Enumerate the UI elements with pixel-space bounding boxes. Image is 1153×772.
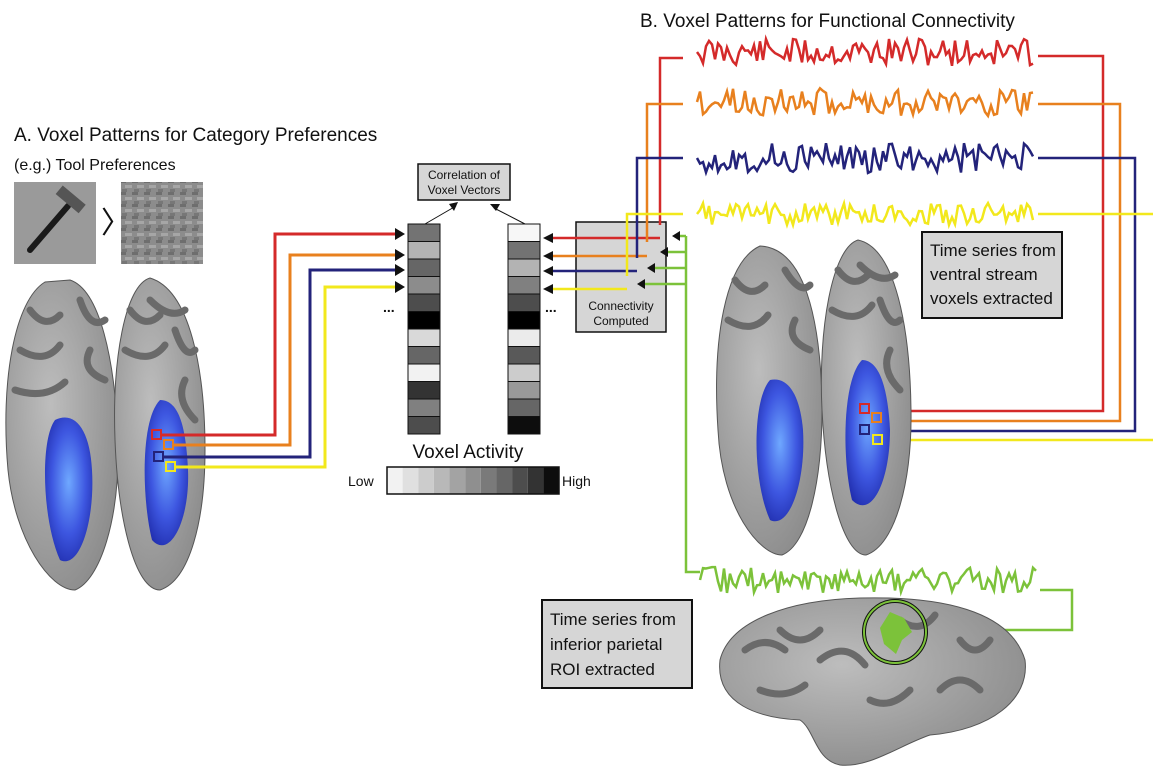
voxel-marker-red-b (859, 403, 870, 414)
panel-a-left-hemisphere (5, 279, 119, 591)
panel-a-subtitle: (e.g.) Tool Preferences (14, 157, 176, 174)
time-series-yellow (696, 198, 1035, 230)
time-series-red (695, 34, 1034, 69)
scale-cell (465, 467, 481, 494)
parietal-line3: ROI extracted (550, 660, 655, 679)
scale-cell (543, 467, 559, 494)
ventral-line2: ventral stream (930, 265, 1038, 284)
voxel-vector-left-cell (407, 223, 441, 242)
voxel-marker-orange-b (871, 412, 882, 423)
scale-cell (387, 467, 403, 494)
correlation-line2: Voxel Vectors (428, 183, 501, 197)
voxel-vector-right-cell (507, 241, 541, 260)
panel-a-arrowheads (395, 228, 405, 293)
voxel-vector-right-cell (507, 346, 541, 365)
correlation-box: Correlation of Voxel Vectors (417, 163, 511, 201)
ventral-line3: voxels extracted (930, 289, 1053, 308)
voxel-vector-left-cell (407, 258, 441, 277)
lateral-brain (719, 597, 1026, 766)
vector-right-ellipsis: ... (545, 299, 557, 315)
connectivity-arrowheads (637, 231, 680, 289)
parietal-box: Time series from inferior parietal ROI e… (541, 599, 693, 689)
voxel-marker-yellow-b (872, 434, 883, 445)
scale-border (386, 466, 560, 495)
voxel-vector-right-cell (507, 293, 541, 312)
voxel-marker-navy-b (859, 424, 870, 435)
scale-cell (496, 467, 513, 494)
panel-b-left-hemisphere (716, 245, 823, 556)
voxel-activity-scale (386, 466, 560, 495)
scale-cell (433, 467, 450, 494)
voxel-vector-right (507, 223, 541, 435)
connectivity-to-vector-lines (552, 56, 683, 291)
voxel-vector-left-cell (407, 363, 441, 382)
scale-cell (402, 467, 419, 494)
voxel-vector-right-cell (507, 363, 541, 382)
panel-a-title: A. Voxel Patterns for Category Preferenc… (14, 125, 377, 146)
voxel-vector-right-cell (507, 328, 541, 347)
voxel-vector-left-cell (407, 293, 441, 312)
scale-low-label: Low (348, 473, 375, 489)
voxel-vector-left (407, 223, 441, 435)
voxel-vector-right-cell (507, 416, 541, 435)
voxel-vector-left-cell (407, 328, 441, 347)
scale-cell (418, 467, 434, 494)
panel-a-right-hemisphere (114, 277, 206, 591)
voxel-vector-left-cell (407, 381, 441, 400)
voxel-vector-left-cell (407, 346, 441, 365)
panel-b-title: B. Voxel Patterns for Functional Connect… (640, 11, 1015, 32)
scale-high-label: High (562, 473, 591, 489)
voxel-vector-left-cell (407, 241, 441, 260)
voxel-vector-right-cell (507, 223, 541, 242)
scale-cell (480, 467, 497, 494)
panel-a-connectors (161, 232, 395, 469)
panel-b-connectors (871, 54, 1153, 632)
voxel-vector-right-cell (507, 381, 541, 400)
scale-cell (512, 467, 528, 494)
voxel-vector-right-cell (507, 276, 541, 295)
time-series-green (698, 564, 1037, 598)
correlation-line1: Correlation of (428, 168, 501, 182)
voxel-vector-right-cell (507, 398, 541, 417)
panel-b-right-hemisphere (820, 239, 912, 556)
vector-left-ellipsis: ... (383, 299, 395, 315)
time-series-orange (695, 86, 1034, 120)
time-series-navy (695, 141, 1035, 177)
scrambled-image (121, 182, 203, 264)
voxel-vector-left-cell (407, 398, 441, 417)
ventral-line1: Time series from (930, 241, 1056, 260)
ventral-stream-box: Time series from ventral stream voxels e… (921, 231, 1063, 319)
connectivity-line1: Connectivity (588, 299, 653, 313)
green-connector-lines (645, 234, 700, 574)
connectivity-line2: Computed (593, 314, 648, 328)
voxel-vector-right-cell (507, 258, 541, 277)
parietal-line1: Time series from (550, 610, 676, 629)
voxel-vector-left-cell (407, 416, 441, 435)
scale-cell (449, 467, 466, 494)
voxel-vector-left-cell (407, 276, 441, 295)
voxel-vector-left-cell (407, 311, 441, 330)
voxel-vector-right-cell (507, 311, 541, 330)
scale-cell (527, 467, 544, 494)
parietal-line2: inferior parietal (550, 635, 662, 654)
connectivity-box: Connectivity Computed (575, 221, 667, 333)
voxel-activity-title: Voxel Activity (413, 442, 524, 463)
correlation-arrows (424, 202, 526, 225)
vector-right-arrowheads (543, 233, 553, 294)
hammer-image (14, 182, 96, 264)
